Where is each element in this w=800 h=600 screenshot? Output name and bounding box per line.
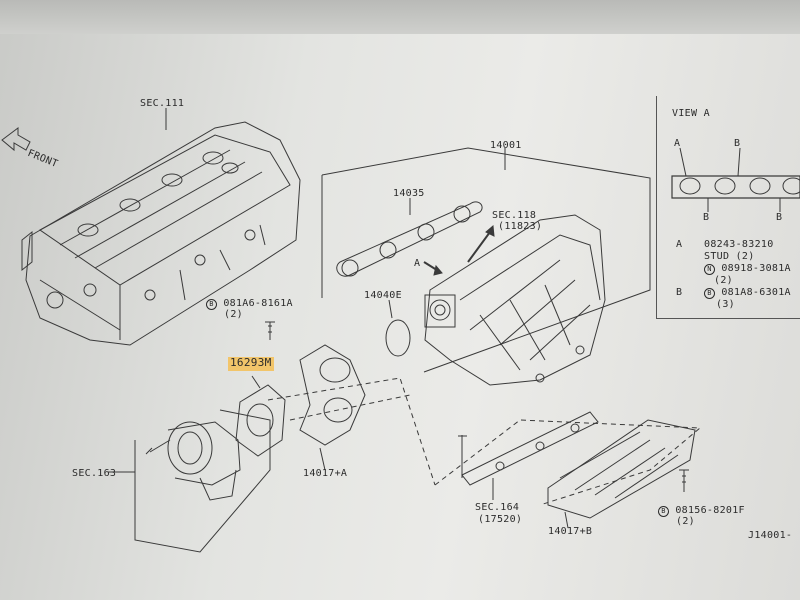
label-sec163: SEC.163 [72, 468, 117, 479]
legend-a-nut: N 08918-3081A [704, 263, 791, 275]
legend-a-nut-qty: (2) [714, 275, 733, 286]
view-a-marker-b2: B [703, 212, 710, 223]
legend-a-nut-part: 08918-3081A [721, 263, 791, 274]
label-16293m: 16293M [228, 357, 274, 371]
bolt-f-part: 08156-8201F [675, 505, 745, 516]
label-sec118-sub: (11823) [498, 221, 543, 232]
label-bolt-f: B 08156-8201F [658, 505, 745, 517]
bolt-a-part: 081A6-8161A [223, 298, 293, 309]
label-14040e: 14040E [364, 290, 402, 301]
view-a-marker-b1: B [734, 138, 741, 149]
label-bolt-f-qty: (2) [676, 516, 695, 527]
cylinder-head-drawing [21, 121, 301, 346]
legend-b-part: B 081A8-6301A [704, 287, 791, 299]
front-arrow-icon [1, 127, 31, 152]
o-ring-14040e [385, 319, 411, 357]
label-14001: 14001 [490, 140, 522, 151]
legend-a-stud: STUD (2) [704, 251, 755, 262]
circled-b-icon: B [704, 288, 715, 299]
monitor-top-edge [0, 0, 800, 34]
label-bolt-a-qty: (2) [224, 309, 243, 320]
circled-n-icon: N [704, 264, 715, 275]
view-a-panel [656, 96, 800, 319]
legend-a-part: 08243-83210 [704, 239, 774, 250]
label-sec164: SEC.164 [475, 502, 520, 513]
legend-b-label: B [676, 287, 683, 298]
legend-a-label: A [676, 239, 683, 250]
label-sec164-sub: (17520) [478, 514, 523, 525]
circled-b-icon: B [658, 506, 669, 517]
manifold-cover-14017b [547, 419, 696, 519]
label-view-a: VIEW A [672, 108, 710, 119]
view-a-gasket [671, 147, 800, 212]
gasket-16293m [235, 384, 286, 457]
intake-manifold [424, 214, 606, 386]
view-a-marker-b3: B [776, 212, 783, 223]
label-14035: 14035 [393, 188, 425, 199]
manifold-frame [321, 147, 651, 373]
circled-b-icon: B [206, 299, 217, 310]
label-sec118: SEC.118 [492, 210, 537, 221]
legend-b-qty: (3) [716, 299, 735, 310]
view-a-marker-a: A [674, 138, 681, 149]
figure-id: J14001- [748, 530, 793, 541]
label-sec111: SEC.111 [140, 98, 185, 109]
heat-shield-14017a [299, 344, 366, 446]
label-bolt-a: B 081A6-8161A [206, 298, 293, 310]
label-arrow-a: A [414, 258, 421, 269]
label-14017a: 14017+A [303, 468, 348, 479]
gasket-14035 [336, 201, 483, 277]
throttle-body [145, 421, 241, 501]
fuel-rail [458, 411, 599, 486]
label-14017b: 14017+B [548, 526, 593, 537]
legend-b-part-number: 081A8-6301A [721, 287, 791, 298]
